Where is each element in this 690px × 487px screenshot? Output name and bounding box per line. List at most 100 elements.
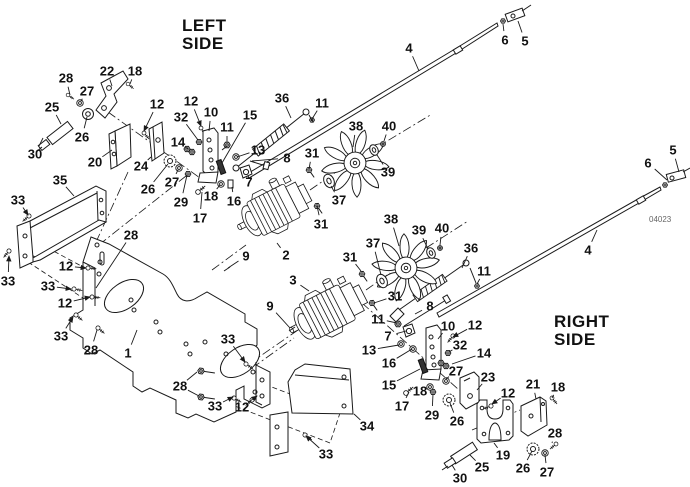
callout-leader-33 bbox=[222, 396, 234, 403]
left-bracket-cluster bbox=[35, 70, 208, 177]
callout-37: 37 bbox=[332, 193, 346, 208]
callout-33: 33 bbox=[11, 193, 25, 208]
callout-6: 6 bbox=[644, 156, 651, 171]
callout-leader-25 bbox=[469, 454, 476, 461]
callout-25: 25 bbox=[45, 100, 59, 115]
callout-11: 11 bbox=[371, 312, 385, 327]
callout-12: 12 bbox=[235, 400, 249, 415]
callout-12: 12 bbox=[184, 94, 198, 109]
callout-15: 15 bbox=[382, 378, 396, 393]
callout-leader-32 bbox=[185, 123, 199, 141]
callout-leader-34 bbox=[353, 413, 361, 421]
callout-leader-6 bbox=[502, 23, 505, 32]
right-bracket-cluster bbox=[394, 294, 457, 407]
callout-36: 36 bbox=[275, 91, 289, 106]
callout-5: 5 bbox=[669, 143, 676, 158]
callout-leader-13 bbox=[236, 152, 250, 158]
callout-leader-12 bbox=[452, 328, 468, 338]
callout-17: 17 bbox=[395, 399, 409, 414]
callout-18: 18 bbox=[128, 64, 142, 79]
right-side-label-line2: SIDE bbox=[554, 330, 596, 349]
callout-24: 24 bbox=[134, 159, 149, 174]
callout-leader-16 bbox=[231, 186, 234, 193]
callout-20: 20 bbox=[88, 155, 102, 170]
callout-11: 11 bbox=[220, 120, 234, 135]
callout-leader-11 bbox=[311, 110, 318, 120]
callout-leader-16 bbox=[396, 348, 413, 359]
callout-5: 5 bbox=[521, 34, 528, 49]
callout-21: 21 bbox=[526, 377, 540, 392]
callout-leader-38 bbox=[393, 227, 400, 247]
callout-leader-28 bbox=[187, 389, 200, 397]
callout-leader-28 bbox=[67, 86, 71, 96]
callout-2: 2 bbox=[282, 248, 289, 263]
callout-leader-31 bbox=[308, 161, 311, 170]
callout-leader-31 bbox=[373, 298, 387, 304]
callout-36: 36 bbox=[464, 241, 478, 256]
fan-hardware bbox=[323, 141, 443, 289]
callout-29: 29 bbox=[174, 195, 188, 210]
mount-plate-35 bbox=[16, 185, 108, 269]
callout-leader-5 bbox=[674, 158, 680, 173]
callout-leader-24 bbox=[147, 156, 152, 161]
left-side-label-line1: LEFT bbox=[182, 16, 227, 35]
callout-leader-17 bbox=[405, 391, 410, 399]
callout-28: 28 bbox=[84, 343, 98, 358]
callout-leader-29 bbox=[431, 393, 434, 407]
callout-leader-13 bbox=[377, 344, 400, 349]
callout-13: 13 bbox=[362, 343, 376, 358]
callout-leader-14 bbox=[451, 355, 476, 365]
callout-27: 27 bbox=[449, 364, 463, 379]
callout-leader-17 bbox=[200, 191, 203, 210]
callout-27: 27 bbox=[80, 84, 94, 99]
control-rod-lower bbox=[436, 167, 690, 318]
callout-39: 39 bbox=[381, 165, 395, 180]
pivot-bracket-left bbox=[194, 127, 271, 196]
callout-leader-27 bbox=[445, 376, 450, 380]
callout-7: 7 bbox=[245, 175, 252, 190]
callout-leader-40 bbox=[439, 236, 442, 246]
callout-19: 19 bbox=[496, 448, 510, 463]
callout-leader-25 bbox=[55, 114, 62, 125]
callout-leader-18 bbox=[216, 184, 221, 190]
callout-31: 31 bbox=[305, 146, 319, 161]
spring-link-left bbox=[232, 108, 315, 172]
callout-12: 12 bbox=[468, 318, 482, 333]
callout-leader-19 bbox=[493, 442, 498, 449]
callout-37: 37 bbox=[366, 236, 380, 251]
callout-6: 6 bbox=[501, 33, 508, 48]
callout-16: 16 bbox=[227, 194, 241, 209]
callout-33: 33 bbox=[319, 447, 333, 462]
callout-leader-12 bbox=[491, 397, 501, 405]
callout-leader-26 bbox=[449, 402, 455, 413]
callout-33: 33 bbox=[41, 279, 55, 294]
callout-leader-29 bbox=[182, 174, 188, 194]
callout-4: 4 bbox=[405, 41, 413, 56]
callout-leader-33 bbox=[305, 435, 320, 449]
callout-leader-6 bbox=[654, 168, 668, 181]
callout-14: 14 bbox=[171, 135, 186, 150]
callout-leader-37 bbox=[330, 185, 335, 193]
callout-leader-2 bbox=[276, 242, 281, 249]
callout-leader-30 bbox=[38, 137, 44, 147]
callout-leader-12 bbox=[74, 264, 87, 271]
callout-31: 31 bbox=[314, 217, 328, 232]
callout-leader-8 bbox=[251, 158, 279, 162]
callout-leader-20 bbox=[102, 149, 113, 158]
callout-leader-26 bbox=[153, 163, 169, 183]
callout-leader-32 bbox=[448, 349, 453, 353]
callout-leader-12 bbox=[143, 111, 154, 132]
callout-leader-12 bbox=[248, 395, 258, 403]
callout-leader-4 bbox=[591, 229, 598, 242]
callout-leader-3 bbox=[300, 284, 310, 292]
callout-leader-31 bbox=[316, 205, 320, 216]
callout-18: 18 bbox=[551, 380, 565, 395]
control-rod-upper bbox=[246, 4, 532, 179]
callout-leader-36 bbox=[285, 106, 292, 119]
callout-32: 32 bbox=[174, 110, 188, 125]
callout-30: 30 bbox=[28, 147, 42, 162]
callout-leader-38 bbox=[352, 134, 356, 148]
callout-leader-9 bbox=[275, 312, 291, 329]
callout-leader-10 bbox=[437, 332, 443, 340]
